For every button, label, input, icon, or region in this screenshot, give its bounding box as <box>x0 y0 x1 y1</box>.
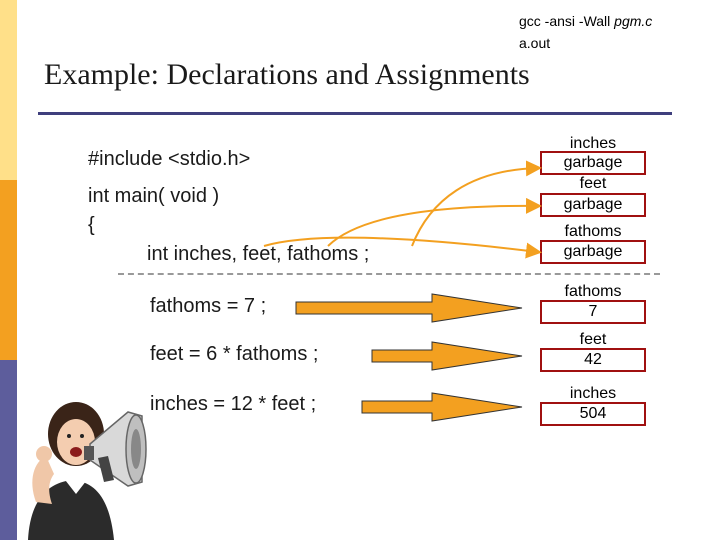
divider-dashed <box>118 273 660 275</box>
source-filename: pgm.c <box>614 13 653 29</box>
var-box-feet-after: 42 <box>540 348 646 372</box>
slide-title: Example: Declarations and Assignments <box>44 58 530 91</box>
curve-arrow-fathoms <box>263 236 542 259</box>
code-declaration: int inches, feet, fathoms ; <box>147 243 370 265</box>
var-label-feet: feet <box>579 175 607 192</box>
var-label-fathoms-after: fathoms <box>564 283 622 300</box>
compile-command: gcc -ansi -Wall pgm.c a.out <box>519 10 652 54</box>
sidebar-band-top <box>0 0 17 180</box>
block-arrow-feet <box>371 341 523 371</box>
code-assign-feet: feet = 6 * fathoms ; <box>150 343 319 365</box>
sidebar-band-middle <box>0 180 17 360</box>
block-arrow-fathoms <box>295 293 523 323</box>
var-box-feet: garbage <box>540 193 646 217</box>
run-command: a.out <box>519 35 551 51</box>
sidebar-band-bottom <box>0 360 17 540</box>
var-label-inches-after: inches <box>569 385 617 402</box>
curve-arrow-inches <box>411 160 542 247</box>
var-box-inches-after: 504 <box>540 402 646 426</box>
compile-line: gcc -ansi -Wall pgm.c <box>519 10 652 32</box>
var-box-inches: garbage <box>540 151 646 175</box>
code-assign-inches: inches = 12 * feet ; <box>150 393 317 415</box>
var-label-fathoms: fathoms <box>564 223 622 240</box>
var-label-feet-after: feet <box>579 331 607 348</box>
code-assign-fathoms: fathoms = 7 ; <box>150 295 267 317</box>
var-box-fathoms: garbage <box>540 240 646 264</box>
code-main: int main( void ) <box>88 185 220 207</box>
compile-flags: gcc -ansi -Wall <box>519 13 615 29</box>
var-box-fathoms-after: 7 <box>540 300 646 324</box>
var-label-inches: inches <box>569 135 617 152</box>
block-arrow-inches <box>361 392 523 422</box>
code-include: #include <stdio.h> <box>88 148 251 170</box>
title-rule <box>38 112 672 115</box>
code-brace: { <box>88 214 95 236</box>
curve-arrow-feet <box>327 197 542 247</box>
megaphone-person-illustration <box>28 402 147 540</box>
